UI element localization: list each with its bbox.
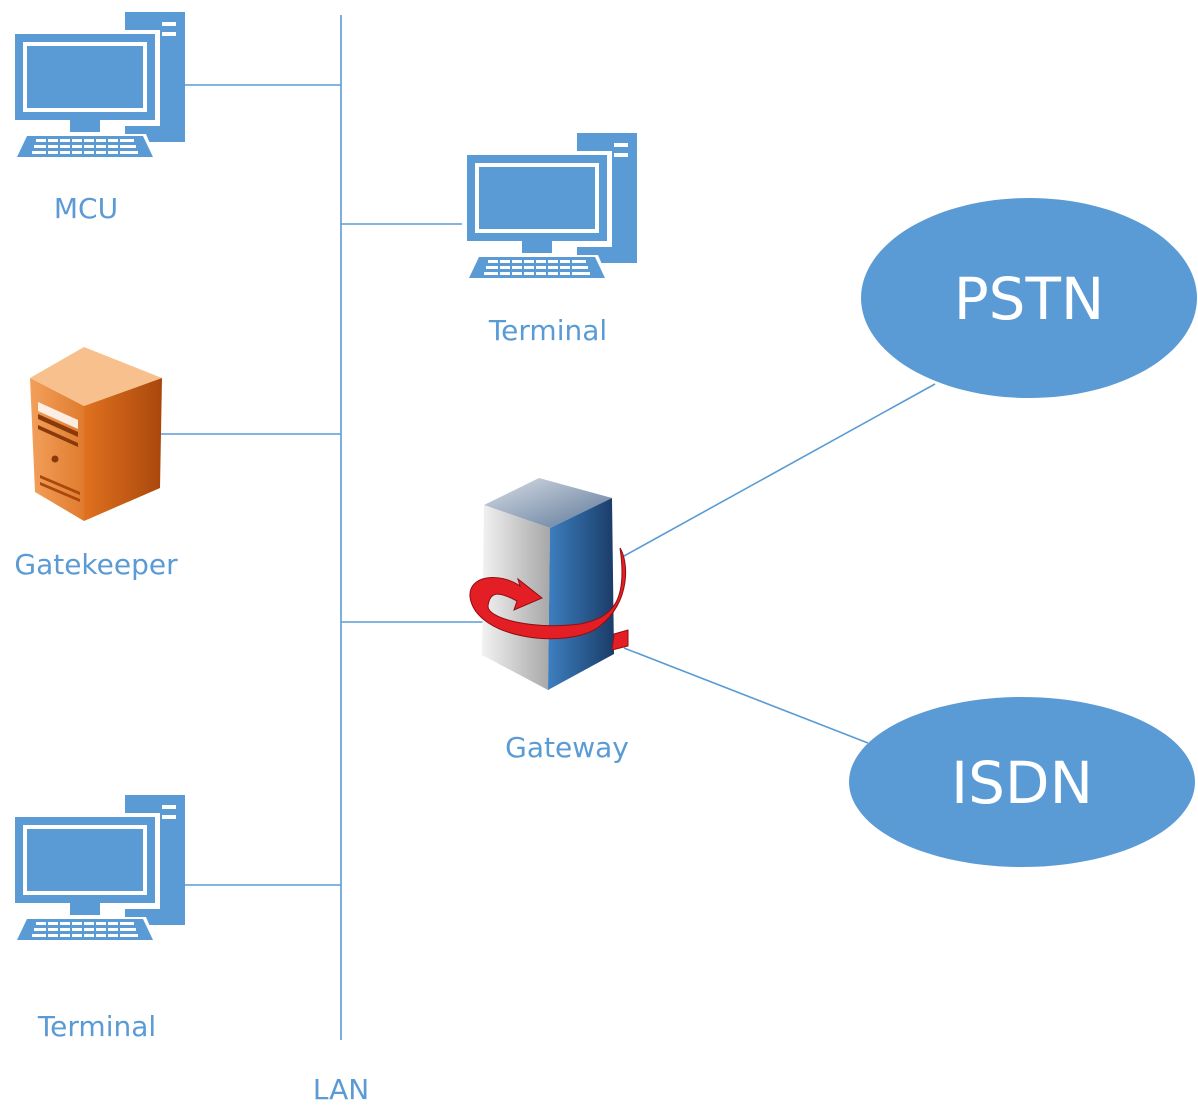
desktop-computer-icon [10,12,185,160]
gateway-isdn-link [623,647,869,744]
server-tower-icon [30,347,162,521]
mcu-label: MCU [54,192,118,225]
terminal-bottom-node: Terminal [10,795,185,1043]
desktop-computer-icon [462,133,637,281]
lan-label: LAN [313,1073,369,1106]
terminal-top-node: Terminal [462,133,637,347]
pstn-label: PSTN [954,265,1105,333]
pstn-ellipse [861,198,1197,398]
isdn-ellipse [849,697,1195,867]
isdn-label: ISDN [951,749,1093,817]
pstn-network-node: PSTN [861,198,1197,398]
isdn-network-node: ISDN [849,697,1195,867]
connection-lines [160,15,936,1040]
circular-arrow-icon [469,547,629,651]
desktop-computer-icon [10,795,185,943]
gateway-pstn-link [623,383,936,557]
terminal-top-label: Terminal [488,314,607,347]
gateway-label: Gateway [505,731,629,764]
gatekeeper-node: Gatekeeper [14,347,178,581]
terminal-bottom-label: Terminal [37,1010,156,1043]
gatekeeper-label: Gatekeeper [14,548,178,581]
mcu-node: MCU [10,12,185,225]
gateway-node: Gateway [469,478,629,764]
